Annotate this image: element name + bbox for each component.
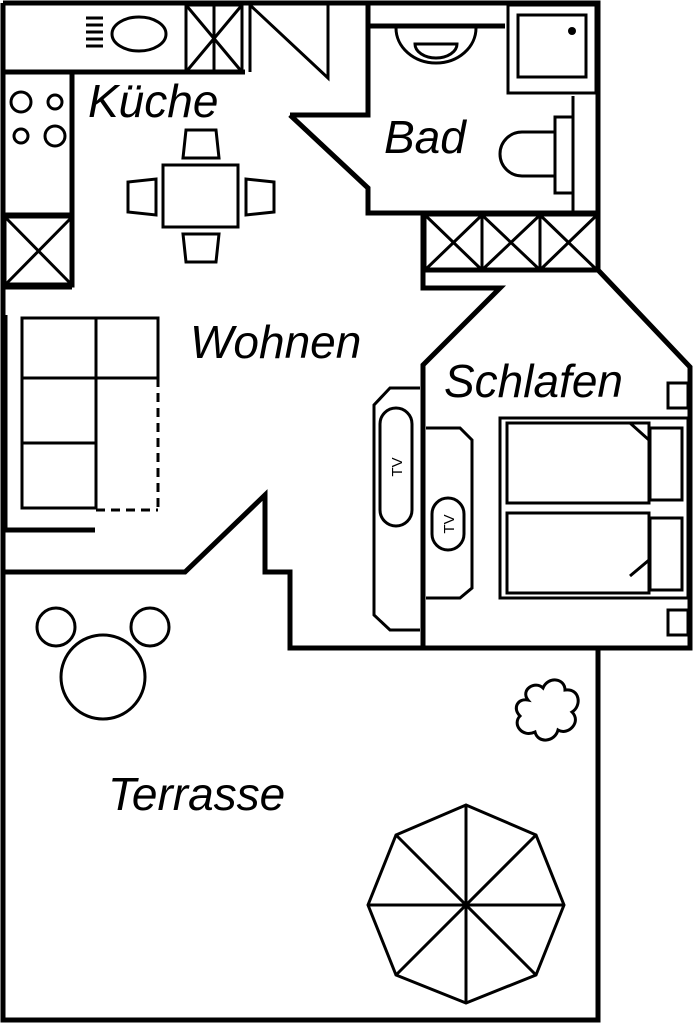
sink-icon	[86, 15, 168, 53]
bath-fixtures	[394, 3, 599, 272]
room-label-bedroom: Schlafen	[444, 355, 623, 407]
shower-icon	[506, 3, 598, 95]
patio-table-icon	[35, 606, 171, 721]
tv-label-living: TV	[389, 457, 406, 476]
lamp-icon-2	[666, 608, 690, 637]
room-label-kitchen: Küche	[88, 75, 218, 127]
bath-wall-lower	[288, 113, 598, 216]
cupboard-icon	[184, 3, 244, 74]
wardrobe-icon	[426, 426, 474, 600]
storage-icon	[423, 213, 599, 272]
bath-wall	[290, 5, 371, 118]
room-label-bath: Bad	[384, 111, 467, 163]
living-furniture	[20, 316, 420, 632]
toilet-icon	[498, 96, 575, 213]
sofa-wall	[2, 315, 95, 533]
washbasin-icon	[394, 27, 478, 65]
cabinet-icon	[3, 215, 74, 287]
room-label-living: Wohnen	[190, 316, 361, 368]
umbrella-icon	[366, 803, 566, 1005]
door-swing-icon	[248, 3, 330, 82]
room-label-terrace: Terrasse	[108, 768, 285, 820]
bedroom-furniture	[426, 381, 690, 637]
kitchen-fixtures	[3, 3, 330, 287]
dining-table-icon	[126, 128, 276, 264]
terrace-furniture	[35, 606, 580, 1005]
partition-top	[420, 213, 507, 648]
sofa-icon	[20, 316, 160, 512]
tv-label-bedroom: TV	[441, 514, 458, 533]
tv-cabinet-icon	[372, 386, 420, 632]
plant-icon	[514, 678, 580, 742]
lamp-icon	[666, 381, 690, 410]
stove-icon	[9, 90, 67, 148]
bed-icon	[498, 416, 690, 600]
terrace-wall	[3, 489, 598, 651]
